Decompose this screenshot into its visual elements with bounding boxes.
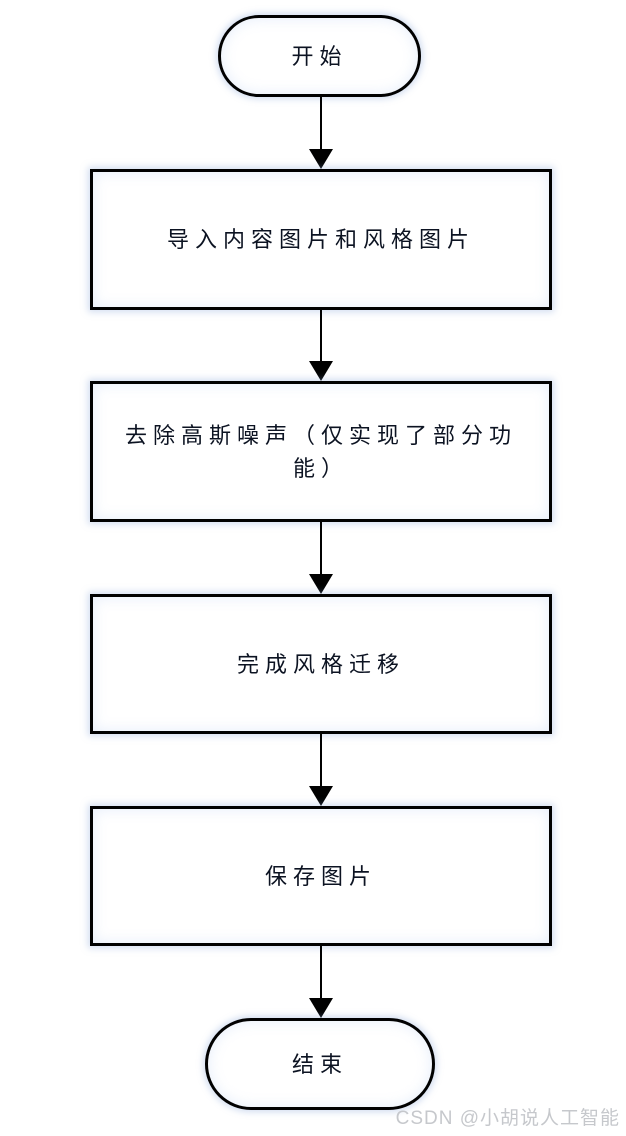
arrow-shaft bbox=[320, 946, 322, 1001]
flow-arrow-transfer-to-save bbox=[309, 734, 333, 806]
flow-node-save-image: 保存图片 bbox=[90, 806, 552, 946]
arrow-head-icon bbox=[309, 786, 333, 806]
flow-node-style-transfer-label: 完成风格迁移 bbox=[236, 651, 405, 677]
arrow-shaft bbox=[320, 734, 322, 789]
arrow-head-icon bbox=[309, 149, 333, 169]
flow-node-remove-gaussian-noise: 去除高斯噪声（仅实现了部分功能） bbox=[90, 381, 552, 522]
flow-arrow-import-to-denoise bbox=[309, 310, 333, 381]
arrow-shaft bbox=[320, 97, 322, 152]
flow-arrow-start-to-import bbox=[309, 97, 333, 169]
arrow-shaft bbox=[320, 522, 322, 577]
flow-node-import-images: 导入内容图片和风格图片 bbox=[90, 169, 552, 310]
flow-node-remove-gaussian-noise-label: 去除高斯噪声（仅实现了部分功能） bbox=[124, 422, 517, 481]
arrow-head-icon bbox=[309, 998, 333, 1018]
flow-arrow-denoise-to-transfer bbox=[309, 522, 333, 594]
flow-node-import-images-label: 导入内容图片和风格图片 bbox=[166, 227, 475, 252]
csdn-watermark: CSDN @小胡说人工智能 bbox=[395, 1108, 620, 1129]
flow-node-end-label: 结束 bbox=[291, 1051, 348, 1077]
flow-node-save-image-label: 保存图片 bbox=[264, 863, 377, 889]
flow-node-end: 结束 bbox=[205, 1018, 435, 1110]
flow-arrow-save-to-end bbox=[309, 946, 333, 1018]
flow-node-start: 开始 bbox=[218, 15, 421, 97]
arrow-head-icon bbox=[309, 574, 333, 594]
flow-node-style-transfer: 完成风格迁移 bbox=[90, 594, 552, 734]
arrow-head-icon bbox=[309, 361, 333, 381]
arrow-shaft bbox=[320, 310, 322, 364]
flow-node-start-label: 开始 bbox=[291, 43, 348, 69]
